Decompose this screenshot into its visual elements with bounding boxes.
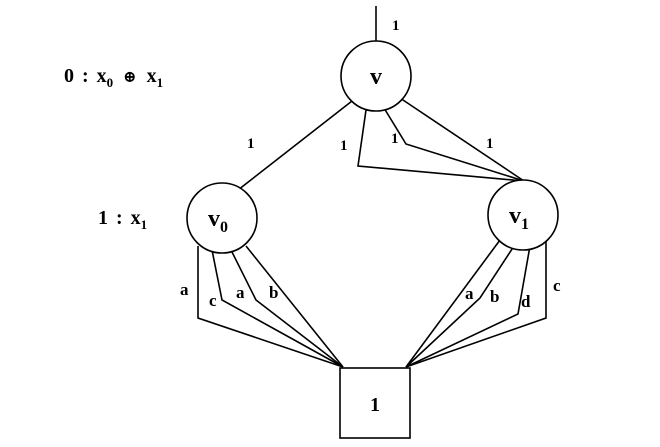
node-left-label: v0 bbox=[208, 206, 228, 236]
edge-left-b bbox=[245, 245, 344, 368]
edge-right-b bbox=[405, 245, 515, 368]
edge-label-right-d: d bbox=[521, 292, 531, 311]
edge-root-loop-b bbox=[383, 107, 525, 182]
edge-label-root-in: 1 bbox=[392, 18, 400, 34]
node-right: v1 bbox=[487, 179, 559, 251]
edge-label-left-a2: a bbox=[236, 283, 245, 302]
edge-label-root-loop-b: 1 bbox=[391, 131, 399, 147]
node-root-label: v bbox=[370, 64, 382, 90]
node-root: v bbox=[340, 40, 412, 112]
edge-right-d bbox=[405, 245, 531, 368]
edge-label-left-a1: a bbox=[180, 280, 189, 299]
edge-label-left-b: b bbox=[269, 283, 278, 302]
node-right-label: v1 bbox=[509, 203, 529, 233]
edge-label-right-a: a bbox=[465, 284, 474, 303]
edge-label-root-loop-a: 1 bbox=[340, 138, 348, 154]
edge-root-right bbox=[399, 97, 525, 182]
level-1-label: 1:x1 bbox=[98, 207, 147, 232]
level-0-label: 0:x0⊕x1 bbox=[64, 65, 163, 90]
terminal-node-label: 1 bbox=[370, 394, 380, 416]
edge-label-left-c: c bbox=[209, 291, 217, 310]
edge-label-right-b: b bbox=[490, 287, 499, 306]
terminal-node: 1 bbox=[339, 367, 411, 439]
edge-right-c bbox=[405, 238, 547, 368]
edge-label-root-left: 1 bbox=[247, 136, 255, 152]
edge-label-root-right: 1 bbox=[486, 136, 494, 152]
edge-right-a bbox=[405, 239, 501, 368]
edge-root-left bbox=[237, 100, 353, 191]
edge-left-a2 bbox=[231, 251, 344, 368]
edge-left-c bbox=[211, 249, 344, 368]
edge-root-loop-a bbox=[357, 109, 525, 182]
node-left: v0 bbox=[186, 182, 258, 254]
edge-label-right-c: c bbox=[553, 276, 561, 295]
edge-left-a1 bbox=[197, 246, 344, 368]
